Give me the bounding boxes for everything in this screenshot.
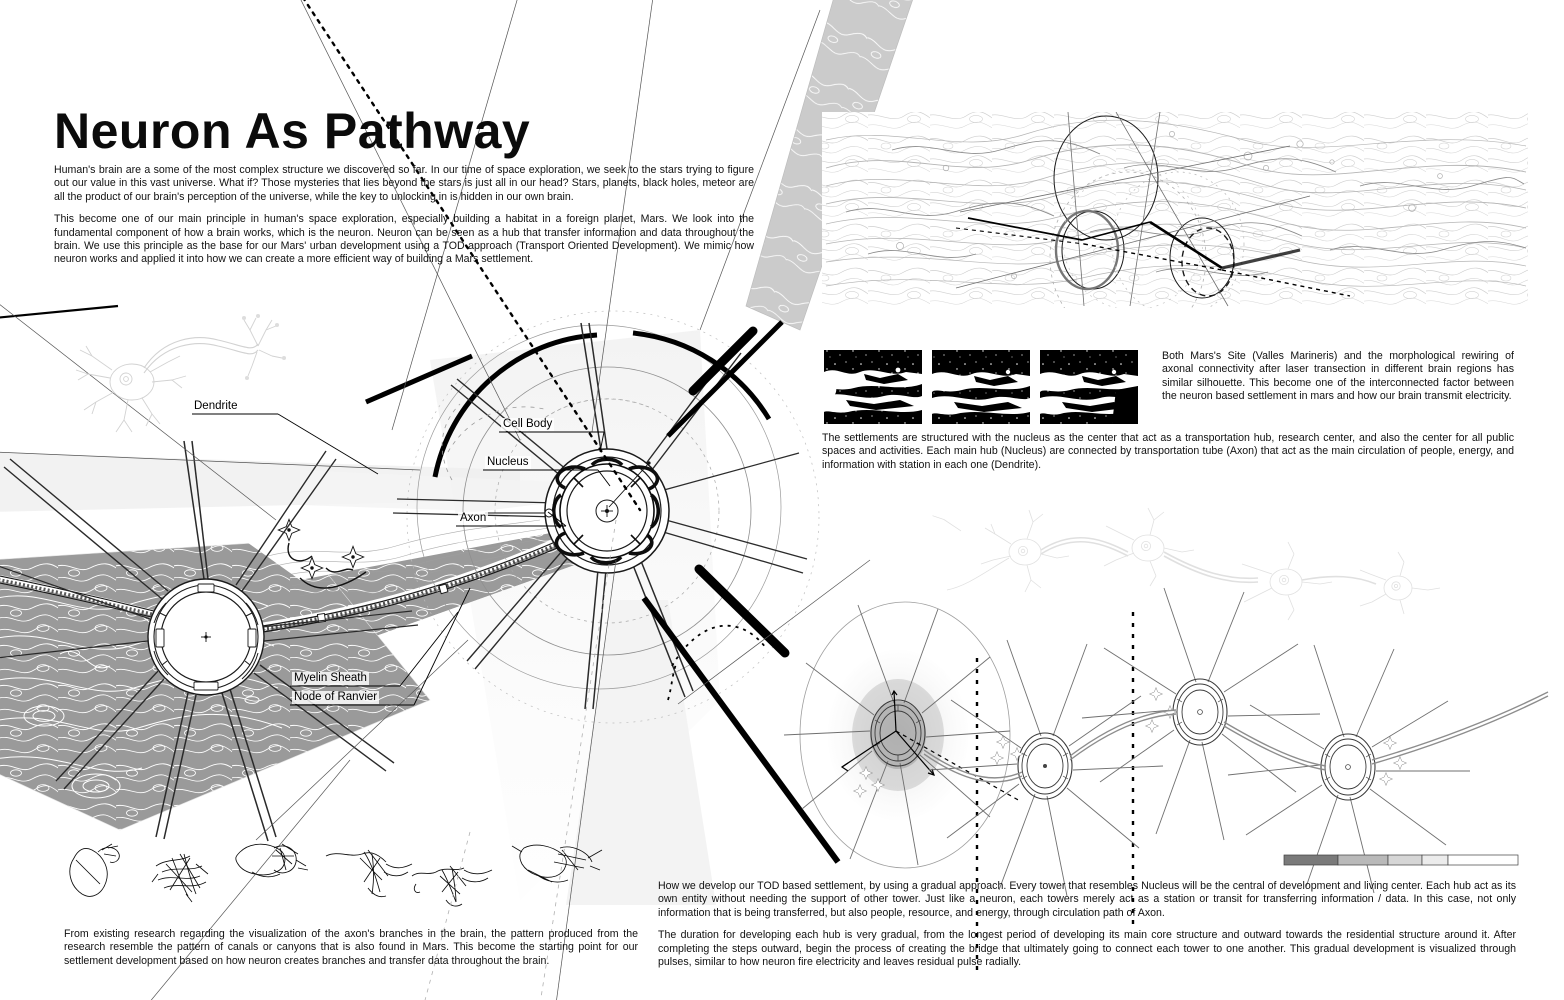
- biological-neuron-illustration-left: [75, 314, 286, 433]
- valles-marineris-topo-map: [822, 112, 1528, 308]
- axon-research-caption: From existing research regarding the vis…: [64, 928, 638, 967]
- settlement-caption: The settlements are structured with the …: [822, 432, 1514, 471]
- tod-text-block: How we develop our TOD based settlement,…: [658, 880, 1516, 969]
- tod-paragraph-1: How we develop our TOD based settlement,…: [658, 880, 1516, 919]
- mars-site-caption: Both Mars's Site (Valles Marineris) and …: [1162, 350, 1514, 403]
- intro-paragraph-1: Human's brain are a some of the most com…: [54, 164, 754, 203]
- callout-label-dendrite: Dendrite: [192, 400, 240, 413]
- axon-branch-sketches: [69, 843, 603, 907]
- callout-label-nucleus: Nucleus: [485, 456, 531, 469]
- intro-paragraph-2: This become one of our main principle in…: [54, 213, 754, 266]
- development-gradient-scale: [1283, 854, 1519, 866]
- graphic-accent-strokes: [0, 304, 841, 864]
- left-neuron-hub: [0, 440, 419, 842]
- axon-research-caption-block: From existing research regarding the vis…: [64, 928, 638, 968]
- tod-paragraph-2: The duration for developing each hub is …: [658, 929, 1516, 969]
- page-title: Neuron As Pathway: [54, 102, 531, 159]
- mars-silhouette-images: [824, 350, 1138, 424]
- axon-transport-tube: [0, 536, 563, 641]
- neuron-chain-illustration: [932, 507, 1441, 621]
- intro-text-block: Human's brain are a some of the most com…: [54, 164, 754, 267]
- callout-label-node-of-ranvier: Node of Ranvier: [292, 691, 380, 704]
- background-wedge-center: [430, 330, 720, 900]
- mars-site-caption-block: Both Mars's Site (Valles Marineris) and …: [1162, 350, 1514, 404]
- settlement-caption-block: The settlements are structured with the …: [822, 432, 1514, 472]
- callout-label-axon: Axon: [458, 512, 489, 525]
- callout-label-cell-body: Cell Body: [501, 418, 555, 431]
- callout-label-myelin-sheath: Myelin Sheath: [292, 672, 369, 685]
- mid-contour-field: [244, 492, 640, 597]
- diagonal-contour-band: [745, 0, 913, 331]
- dendrite-station-nodes: [277, 518, 367, 589]
